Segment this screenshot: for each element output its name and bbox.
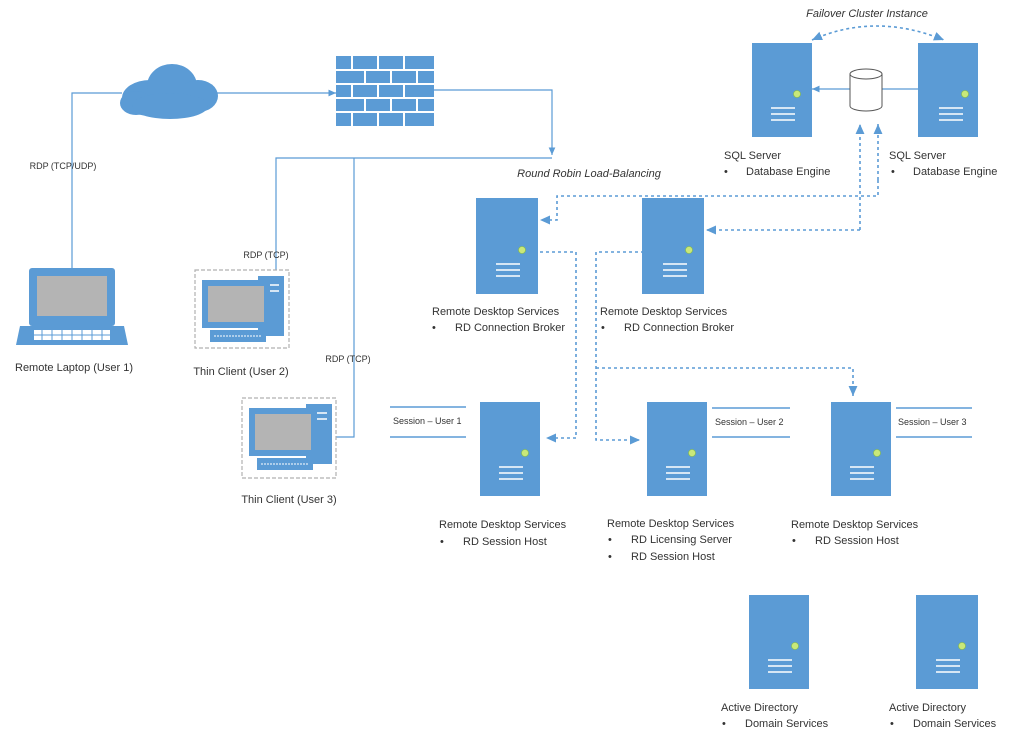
- session-host-1-icon: [480, 402, 540, 496]
- session-user-3-label: Session – User 3: [898, 417, 967, 427]
- sql-to-broker1-flow: [540, 180, 879, 225]
- ad-2-role: Domain Services: [913, 718, 997, 730]
- broker-2-bullet: •: [601, 322, 605, 334]
- session-user-1-label: Session – User 1: [393, 416, 462, 426]
- failover-arc: [811, 25, 945, 41]
- thin-client-2-icon: [194, 269, 290, 349]
- ad-1-role: Domain Services: [745, 718, 829, 730]
- session-user-2-label: Session – User 2: [715, 417, 784, 427]
- host-3-bullet: •: [792, 535, 796, 547]
- ad-1-bullet: •: [722, 718, 726, 730]
- sql-server-1-icon: [752, 43, 812, 137]
- host-3-role: RD Session Host: [815, 535, 899, 547]
- broker-to-host3-flow: [596, 367, 858, 396]
- ad-2-title: Active Directory: [889, 702, 967, 714]
- host-2-title: Remote Desktop Services: [607, 518, 735, 530]
- failover-cluster-label: Failover Cluster Instance: [806, 8, 928, 20]
- sql-1-bullet: •: [724, 166, 728, 178]
- host-2-role-1: RD Licensing Server: [631, 534, 732, 546]
- network-links: [71, 85, 944, 438]
- session-host-2-icon: [647, 402, 707, 496]
- sql-1-title: SQL Server: [724, 150, 781, 162]
- firewall-icon: [336, 56, 434, 126]
- host-2-bullet-1: •: [608, 534, 612, 546]
- firewall-to-loadbalancer-link: [434, 89, 556, 155]
- broker1-to-host1-flow: [540, 251, 577, 443]
- host-3-title: Remote Desktop Services: [791, 519, 919, 531]
- broker-1-title: Remote Desktop Services: [432, 306, 560, 318]
- laptop-to-cloud-link: [71, 92, 122, 268]
- ad-2-bullet: •: [890, 718, 894, 730]
- host-1-bullet: •: [440, 536, 444, 548]
- thin-client-3-icon: [241, 397, 337, 479]
- shared-storage-icon: [849, 68, 883, 112]
- sql-1-role: Database Engine: [746, 166, 830, 178]
- session-markers: [390, 406, 972, 438]
- laptop-protocol-label: RDP (TCP/UDP): [30, 161, 97, 171]
- sql-2-bullet: •: [891, 166, 895, 178]
- round-robin-label: Round Robin Load-Balancing: [517, 168, 662, 180]
- connection-broker-2-icon: [642, 198, 704, 294]
- thin2-protocol-label: RDP (TCP): [243, 250, 288, 260]
- host-1-role: RD Session Host: [463, 536, 547, 548]
- broker2-to-host2-flow: [595, 251, 644, 445]
- dotted-flows: [540, 25, 945, 445]
- thin-client-3-label: Thin Client (User 3): [241, 494, 336, 506]
- connection-broker-1-icon: [476, 198, 538, 294]
- ad-1-title: Active Directory: [721, 702, 799, 714]
- thin-client-2-label: Thin Client (User 2): [193, 366, 288, 378]
- laptop-label: Remote Laptop (User 1): [15, 362, 133, 374]
- active-directory-2-icon: [916, 595, 978, 689]
- sql-2-role: Database Engine: [913, 166, 997, 178]
- remote-laptop-icon: [16, 268, 128, 345]
- broker-1-bullet: •: [432, 322, 436, 334]
- active-directory-1-icon: [749, 595, 809, 689]
- sql-server-2-icon: [918, 43, 978, 137]
- broker-1-role: RD Connection Broker: [455, 322, 565, 334]
- broker-2-role: RD Connection Broker: [624, 322, 734, 334]
- thin3-protocol-label: RDP (TCP): [325, 354, 370, 364]
- host-1-title: Remote Desktop Services: [439, 519, 567, 531]
- thin3-to-loadbalancer-link: [336, 158, 355, 438]
- broker-2-title: Remote Desktop Services: [600, 306, 728, 318]
- internet-cloud-icon: [120, 64, 218, 119]
- session-host-3-icon: [831, 402, 891, 496]
- thin2-to-loadbalancer-link: [275, 157, 552, 270]
- host-2-bullet-2: •: [608, 551, 612, 563]
- sql-2-title: SQL Server: [889, 150, 946, 162]
- host-2-role-2: RD Session Host: [631, 551, 715, 563]
